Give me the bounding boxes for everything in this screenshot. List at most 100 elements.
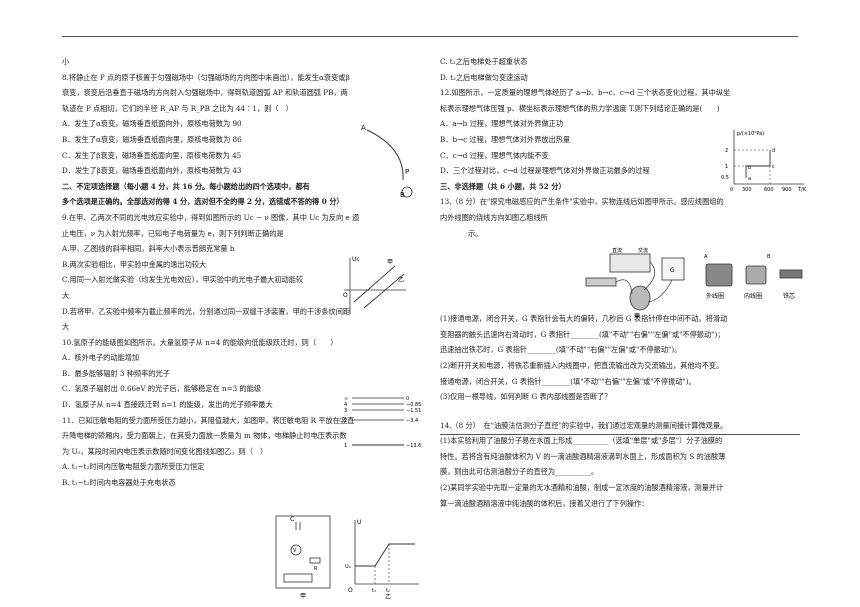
y-unit: p/(×10⁵Pa) <box>737 131 764 137</box>
label-jia: 甲 <box>634 313 640 320</box>
y-tick-05: 0.5 <box>721 175 729 181</box>
q11-option-b: B. t₁~t₂时间内电容器处于充电状态 <box>62 478 176 488</box>
q11-option-a: A. t₁~t₂时间内压敏电阻受力面所受压力恒定 <box>62 462 205 472</box>
n-2: 2 <box>344 418 347 424</box>
q8-option-b: B．发生了α衰变，磁场垂直纸面向里，原核电荷数为 86 <box>62 134 242 144</box>
q13-part1: (1)接通电源，闭合开关，G 表指针会有大的偏转，几秒后 G 表指针停在中间不动… <box>440 314 728 324</box>
label-t2: t₂ <box>386 588 390 594</box>
e-inf: 0 <box>406 396 409 402</box>
q14-part2: (2)某同学实验中先取一定量的无水酒精和油酸，制成一定浓度的油酸酒精溶液，测量并… <box>440 483 724 493</box>
label-a: a <box>748 176 751 182</box>
e-4: −0.85 <box>406 402 421 408</box>
label-p: P <box>405 168 409 176</box>
resistor-icon <box>309 557 321 564</box>
pressure-sensor <box>283 573 313 583</box>
right-column: C. t₂之后电梯处于超重状态 D. t₂之后电梯做匀变速运动 12.如图所示，… <box>440 54 802 511</box>
uc-v-graph: Uc O 甲 乙 <box>343 256 406 314</box>
line: 接通电源，闭合开关，G 表指针________(填"不动""右偏""左偏"或"不… <box>440 376 696 386</box>
x-tick-900: 900 <box>782 187 792 193</box>
line: 特性。若将含有纯油酸体积为 V 的一滴油酸酒精溶液滴到水面上，形成面积为 S 的… <box>440 451 726 461</box>
outer-coil-icon <box>705 263 733 287</box>
q13-part3: (3)仅用一根导线，如何判断 G 表内部线圈是否断了？ <box>440 392 612 402</box>
label-a: A <box>361 124 366 132</box>
wires <box>615 261 673 303</box>
line: 升降电梯的轿厢内，受力面朝上，在其受力面放一质量为 m 物体，电梯静止时电压表示… <box>62 431 347 441</box>
line: 为 U₀，某段时间内电压表示数随时间变化图线如图乙，则（ ） <box>62 446 268 456</box>
coil-assembly <box>629 285 651 311</box>
q9-stem: 9.在甲、乙两次不同的光电效应实验中，得到如图所示的 Uc − ν 图像，其中 … <box>62 212 360 222</box>
q10-option-b: B．最多能够辐射 3 种频率的光子 <box>62 368 170 378</box>
e-2: −3.4 <box>406 418 418 424</box>
label-c: C <box>290 516 294 523</box>
answer-line <box>440 434 800 435</box>
line: 轨迹在 P 点相切，它们的半径 R_AP 与 R_PB 之比为 44∶1，则（ … <box>62 103 293 113</box>
label-c: c <box>772 164 775 170</box>
section-2-rules: 多个选项是正确的。全部选对的得 4 分，选对但不全的得 2 分，选错或不答的得 … <box>62 197 344 207</box>
q12-stem: 12.如图所示，一定质量的理想气体经历了 a→b、b→c、c→d 三个状态变化过… <box>440 88 731 98</box>
label-inner: 内线圈 <box>744 292 762 300</box>
label-u: U <box>357 519 361 526</box>
induction-apparatus-figure: 直流 交流 G 甲 A B 外线圈 内线圈 铁芯 <box>585 247 803 320</box>
q9-option-c: C.用同一入射光做实验（均发生光电效应），甲实验中的光电子最大初动能较 <box>62 275 304 285</box>
circuit-frame <box>275 515 331 589</box>
label-dc: 直流 <box>612 247 622 254</box>
label-r: R <box>314 566 318 572</box>
voltmeter-icon <box>290 544 302 556</box>
label-b: B <box>400 191 405 198</box>
inner-coil-icon <box>745 265 767 285</box>
process-path <box>745 150 771 178</box>
q9-option-a: A.甲、乙图线的斜率相同，斜率大小表示普朗克常量 h <box>62 244 235 254</box>
line: 大 <box>62 322 70 332</box>
energy-level-diagram: ∞ 4 3 2 1 0 −0.85 −1.51 −3.4 −13.6 <box>344 396 421 449</box>
q10-option-d: D．氢原子从 n=4 直接跃迁到 n=1 的能级，发出的光子频率最大 <box>62 400 273 410</box>
label-b: B <box>767 254 771 260</box>
u-t-graph: U U₀ O t₁ t₂ 乙 <box>345 519 419 600</box>
orbit-figure: A P B <box>361 124 413 198</box>
q11-option-c: C. t₂之后电梯处于超重状态 <box>440 57 528 66</box>
q14-part1: (1)本实验利用了油酸分子易在水面上形成__________（选填"单层"或"多… <box>440 436 723 446</box>
q10-option-a: A．核外电子的动能增加 <box>62 353 140 363</box>
line-jia <box>353 265 396 303</box>
pressure-circuit-figure: C V R 甲 <box>275 515 331 600</box>
label-jia: 甲 <box>387 259 393 266</box>
q13-stem: 13.（8 分）在"探究电磁感应的产生条件"实验中，实物连线后如图甲所示。感应线… <box>440 197 724 207</box>
iron-core-icon <box>779 269 803 279</box>
label-yi: 乙 <box>385 594 391 600</box>
label-v: V <box>293 548 297 554</box>
label-outer: 外线圈 <box>706 292 724 300</box>
label-a: A <box>704 254 708 260</box>
label-core: 铁芯 <box>783 292 795 300</box>
line: 示。 <box>468 228 483 238</box>
q8-option-d: D．发生了β衰变，磁场垂直纸面向外，原核电荷数为 43 <box>62 166 242 176</box>
p-t-graph: p/(×10⁵Pa) d c b a 2 1 0.5 0 300 600 900… <box>721 130 807 193</box>
line: 衰变，衰变后沿垂直于磁场的方向射入匀强磁场中，得到轨道圆弧 AP 和轨道圆弧 P… <box>62 88 348 98</box>
power-supply <box>609 253 651 273</box>
x-tick-0: 0 <box>730 187 733 193</box>
arc-ap <box>366 129 404 181</box>
q12-option-d: D．三个过程对比，c→d 过程是理想气体对外界做正功最多的过程 <box>440 166 650 176</box>
q9-option-b: B.两次实验相比，甲实验中金属的逸出功较大 <box>62 259 207 269</box>
label-d: d <box>772 148 775 154</box>
label-g: G <box>670 267 675 274</box>
line: 小 <box>62 57 70 66</box>
galvanometer-icon <box>661 257 685 281</box>
section-3-title: 三、非选择题（共 6 小题，共 52 分） <box>440 181 566 191</box>
line: 大 <box>62 290 70 300</box>
label-o: O <box>343 292 348 299</box>
q13-part2: (2)断开开关和电源，将铁芯重新插入内线圈中，把直流输出改为交流输出，其他均不变… <box>440 360 724 370</box>
x-tick-300: 300 <box>742 187 752 193</box>
q10-option-c: C．氢原子辐射出 0.66eV 的光子后，能够稳定在 n=3 的能级 <box>62 384 262 394</box>
header-rule <box>62 36 798 37</box>
q12-option-a: A．a→b 过程，理想气体对外界做正功 <box>440 119 564 129</box>
label-b: b <box>748 165 751 171</box>
q8-option-c: C．发生了β衰变，磁场垂直纸面向里，原核电荷数为 45 <box>62 150 242 160</box>
q12-option-b: B．b→c 过程，理想气体对外界放出热量 <box>440 134 571 144</box>
label-uc: Uc <box>352 256 360 263</box>
rheostat <box>585 277 617 287</box>
e-3: −1.51 <box>406 408 421 414</box>
n-4: 4 <box>344 402 347 408</box>
label-yi: 乙 <box>398 277 404 284</box>
label-u0: U₀ <box>345 564 351 570</box>
line: 变阻器的触头迅速向右滑动时，G 表指针________(填"不动""右偏""左偏… <box>440 329 725 339</box>
q14-stem: 14.（8 分） 在"油膜法估测分子直径"的实验中，我们通过宏观量的测量间接计算… <box>440 420 728 430</box>
